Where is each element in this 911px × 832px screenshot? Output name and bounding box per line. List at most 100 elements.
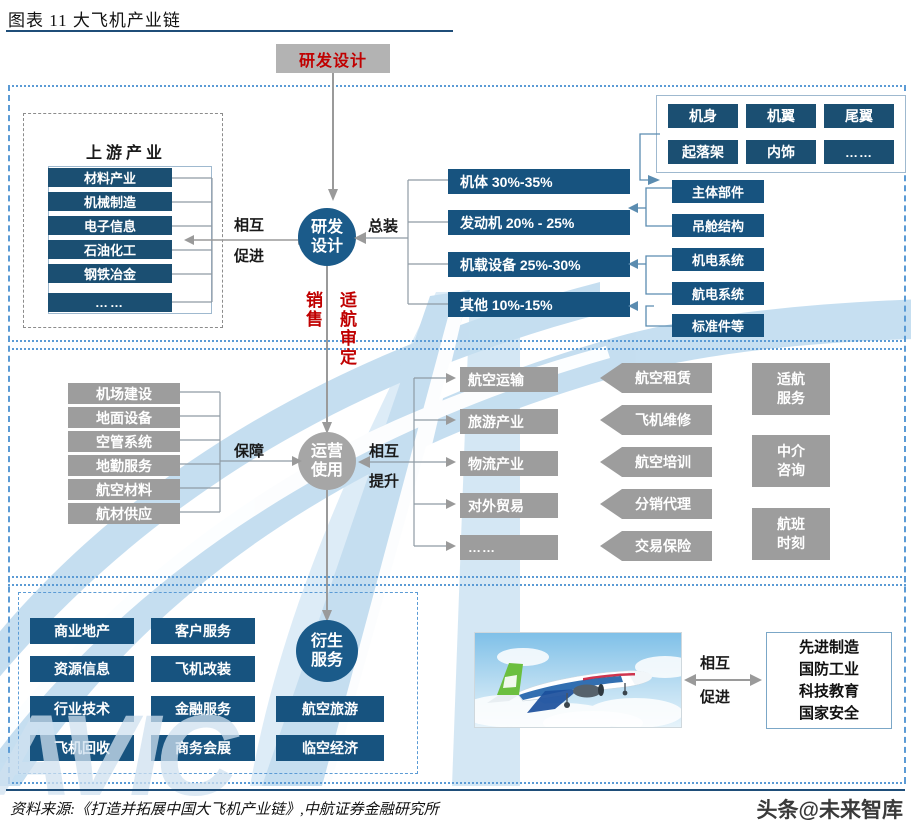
assembly-segment-1-label: 发动机 20% - 25% [460, 214, 575, 231]
ops-service-4[interactable]: 交易保险 [600, 531, 712, 561]
node-rd-design[interactable]: 研发 设计 [298, 208, 356, 266]
derivative-c3-1[interactable]: 临空经济 [276, 735, 384, 761]
node-operation-use[interactable]: 运营 使用 [298, 432, 356, 490]
support-item-2[interactable]: 空管系统 [68, 431, 180, 452]
derivative-c2-2[interactable]: 金融服务 [151, 696, 255, 722]
supplier-bracket-other [628, 301, 672, 327]
national-connector [684, 674, 762, 686]
derivative-c1-1-label: 资源信息 [54, 661, 110, 677]
derivative-c2-0[interactable]: 客户服务 [151, 618, 255, 644]
supplier-bracket-equipment [628, 255, 672, 295]
section-divider-bottom-top [8, 584, 906, 586]
derivative-c3-0[interactable]: 航空旅游 [276, 696, 384, 722]
airframe-part-1[interactable]: 机翼 [746, 104, 816, 128]
airframe-part-5-label: …… [845, 144, 873, 160]
supplier-item-1[interactable]: 吊舱结构 [672, 214, 764, 237]
airframe-part-4-label: 内饰 [767, 144, 795, 160]
upstream-item-4[interactable]: 钢铁冶金 [48, 264, 172, 283]
support-item-5[interactable]: 航材供应 [68, 503, 180, 524]
upstream-item-2[interactable]: 电子信息 [48, 216, 172, 235]
assembly-segment-3-label: 其他 10%-15% [460, 296, 553, 313]
upstream-item-3-label: 石油化工 [83, 243, 136, 258]
upstream-item-5[interactable]: …… [48, 293, 172, 312]
ops-misc-0-line1: 适航 [777, 371, 805, 387]
derivative-c2-3[interactable]: 商务会展 [151, 735, 255, 761]
ops-misc-1[interactable]: 中介 咨询 [752, 435, 830, 487]
rd-design-banner[interactable]: 研发设计 [276, 44, 390, 73]
support-item-1-label: 地面设备 [96, 409, 152, 426]
node-derivative-line1: 衍生 [310, 633, 343, 650]
airframe-part-5[interactable]: …… [824, 140, 894, 164]
upstream-item-4-label: 钢铁冶金 [83, 267, 136, 282]
ops-industry-1[interactable]: 旅游产业 [460, 409, 558, 434]
vertical-label-sales: 销售 [303, 291, 322, 329]
national-goals-box[interactable]: 先进制造 国防工业 科技教育 国家安全 [766, 632, 892, 729]
supplier-item-1-label: 吊舱结构 [691, 219, 744, 234]
derivative-c2-1[interactable]: 飞机改装 [151, 656, 255, 682]
source-note: 资料来源:《打造并拓展中国大飞机产业链》,中航证券金融研究所 [10, 802, 439, 818]
ops-industry-2-label: 物流产业 [468, 455, 524, 472]
derivative-c1-2-label: 行业技术 [54, 701, 110, 717]
upstream-item-2-label: 电子信息 [83, 219, 136, 234]
node-derivative-service[interactable]: 衍生 服务 [296, 620, 358, 682]
supplier-item-3[interactable]: 航电系统 [672, 282, 764, 305]
ops-misc-2[interactable]: 航班 时刻 [752, 508, 830, 560]
assembly-segment-0[interactable]: 机体 30%-35% [448, 169, 630, 194]
supplier-item-4[interactable]: 标准件等 [672, 314, 764, 337]
ops-service-2[interactable]: 航空培训 [600, 447, 712, 477]
ops-industry-4[interactable]: …… [460, 535, 558, 560]
support-item-4[interactable]: 航空材料 [68, 479, 180, 500]
upstream-item-3[interactable]: 石油化工 [48, 240, 172, 259]
frame-left-edge [8, 85, 10, 783]
assembly-segment-3[interactable]: 其他 10%-15% [448, 292, 630, 317]
ops-service-2-label: 航空培训 [635, 454, 691, 470]
support-item-1[interactable]: 地面设备 [68, 407, 180, 428]
support-item-3[interactable]: 地勤服务 [68, 455, 180, 476]
node-rd-design-line1: 研发 [310, 219, 343, 236]
figure-title: 图表 11 大飞机产业链 [8, 11, 181, 30]
ops-industry-1-label: 旅游产业 [468, 413, 524, 430]
assembly-segment-2[interactable]: 机载设备 25%-30% [448, 252, 630, 277]
airframe-part-2[interactable]: 尾翼 [824, 104, 894, 128]
derivative-c1-0[interactable]: 商业地产 [30, 618, 134, 644]
assembly-connector-label: 总装 [368, 218, 399, 235]
ops-connector-label-2: 提升 [369, 473, 400, 490]
ops-industry-3[interactable]: 对外贸易 [460, 493, 558, 518]
assembly-segment-1[interactable]: 发动机 20% - 25% [448, 210, 630, 235]
ops-industry-0[interactable]: 航空运输 [460, 367, 558, 392]
ops-industry-3-label: 对外贸易 [468, 497, 524, 514]
support-item-4-label: 航空材料 [96, 481, 152, 498]
airframe-part-3[interactable]: 起落架 [668, 140, 738, 164]
derivative-c1-3[interactable]: 飞机回收 [30, 735, 134, 761]
ops-industry-2[interactable]: 物流产业 [460, 451, 558, 476]
ops-service-1[interactable]: 飞机维修 [600, 405, 712, 435]
derivative-c1-2[interactable]: 行业技术 [30, 696, 134, 722]
ops-misc-0[interactable]: 适航 服务 [752, 363, 830, 415]
node-operation-line2: 使用 [310, 462, 343, 479]
footer-rule [6, 789, 905, 791]
derivative-c1-0-label: 商业地产 [54, 623, 110, 639]
upstream-connector-label-2: 促进 [234, 248, 265, 265]
ops-service-3[interactable]: 分销代理 [600, 489, 712, 519]
airframe-part-4[interactable]: 内饰 [746, 140, 816, 164]
support-item-0-label: 机场建设 [96, 385, 152, 402]
derivative-c2-0-label: 客户服务 [175, 623, 231, 639]
airframe-part-0[interactable]: 机身 [668, 104, 738, 128]
assembly-segment-2-label: 机载设备 25%-30% [460, 256, 581, 273]
assembly-bracket [354, 179, 448, 305]
airframe-part-0-label: 机身 [689, 108, 717, 124]
title-rule [6, 30, 453, 32]
derivative-c1-1[interactable]: 资源信息 [30, 656, 134, 682]
supplier-item-0[interactable]: 主体部件 [672, 180, 764, 203]
vertical-label-airworthiness: 适航审定 [337, 291, 356, 367]
upstream-item-1[interactable]: 机械制造 [48, 192, 172, 211]
support-connector-label: 保障 [234, 443, 265, 460]
rd-design-banner-label: 研发设计 [298, 52, 367, 70]
support-item-0[interactable]: 机场建设 [68, 383, 180, 404]
supplier-item-2[interactable]: 机电系统 [672, 248, 764, 271]
derivative-dashed-frame [18, 592, 418, 774]
ops-service-0[interactable]: 航空租赁 [600, 363, 712, 393]
ops-misc-1-line1: 中介 [777, 443, 805, 459]
upstream-item-0[interactable]: 材料产业 [48, 168, 172, 187]
derivative-c2-1-label: 飞机改装 [175, 661, 231, 677]
